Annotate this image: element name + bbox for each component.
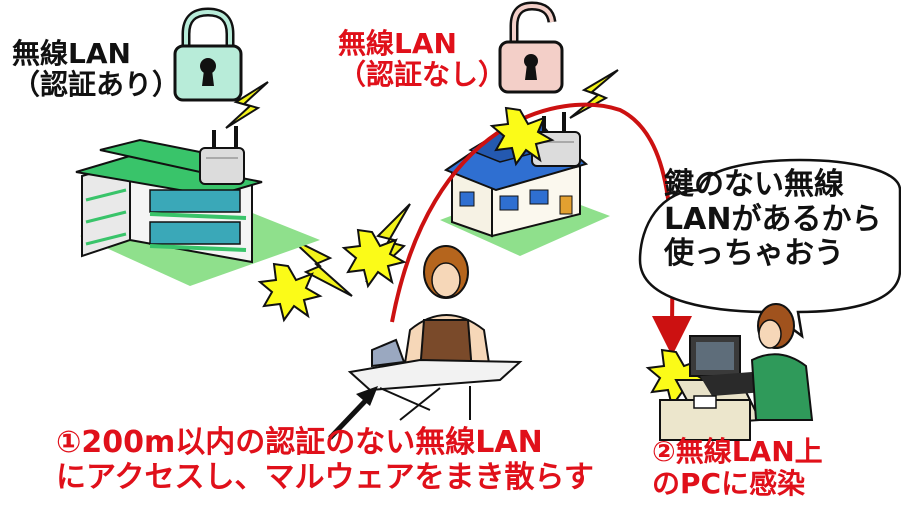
pointer-arrow xyxy=(328,386,378,440)
open-lock-icon xyxy=(498,1,564,94)
open-lan-label: 無線LAN （認証なし） xyxy=(338,28,506,91)
lightning-icon xyxy=(225,81,269,129)
open-lan-title: 無線LAN xyxy=(338,27,457,60)
secure-lan-subtitle: （認証あり） xyxy=(12,68,181,102)
open-lan-subtitle: （認証なし） xyxy=(338,58,507,92)
step-2-line-1: ②無線LAN上 xyxy=(652,435,823,468)
burst-icon xyxy=(257,262,323,323)
secure-lan-label: 無線LAN （認証あり） xyxy=(12,38,180,101)
burst-icon xyxy=(489,106,555,167)
closed-lock-icon xyxy=(173,7,243,102)
speech-line-1: 鍵のない無線 xyxy=(664,167,844,202)
lightning-icon xyxy=(569,69,619,119)
step-1-line-2: にアクセスし、マルウェアをまき散らす xyxy=(56,459,594,495)
step-1-caption: ①200m以内の認証のない無線LAN にアクセスし、マルウェアをまき散らす xyxy=(56,425,594,495)
step-2-caption: ②無線LAN上 のPCに感染 xyxy=(652,435,823,501)
lightning-icon xyxy=(289,237,353,297)
speech-bubble-text: 鍵のない無線 LANがあるから 使っちゃおう xyxy=(664,167,882,272)
speech-line-2: LANがあるから xyxy=(664,201,882,237)
speech-bubble xyxy=(638,158,901,339)
wireless-router-icon xyxy=(199,126,245,185)
burst-icon xyxy=(341,228,407,289)
person-at-computer-figure xyxy=(659,303,814,441)
secure-lan-title: 無線LAN xyxy=(12,37,131,70)
apartment-building xyxy=(75,138,320,286)
step-2-line-2: のPCに感染 xyxy=(652,467,806,501)
step-1-line-1: ①200m以内の認証のない無線LAN xyxy=(56,425,543,460)
speech-line-3: 使っちゃおう xyxy=(664,236,844,271)
woman-ironing-figure xyxy=(347,245,523,421)
